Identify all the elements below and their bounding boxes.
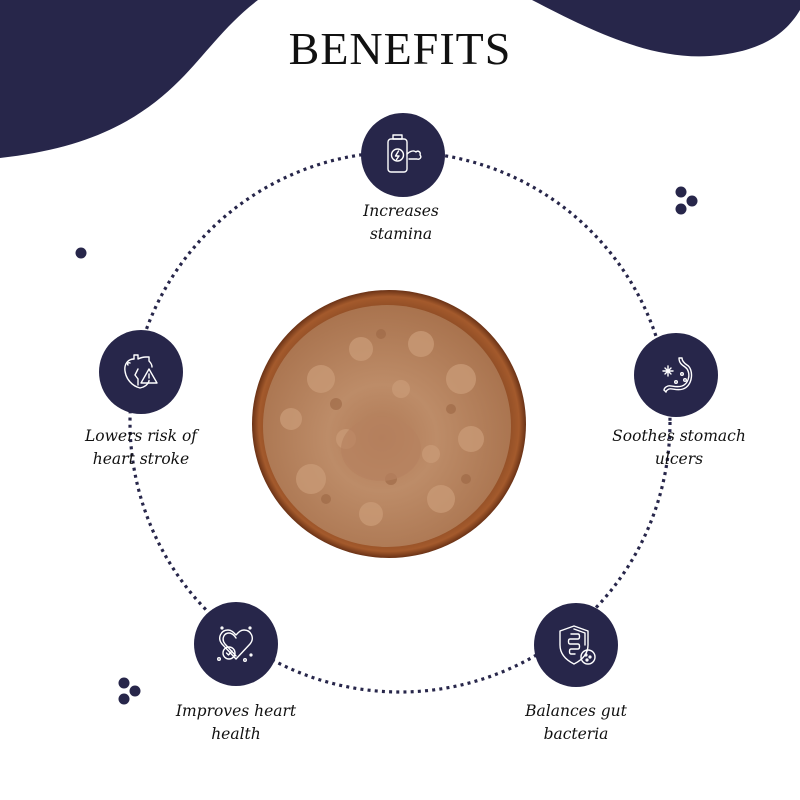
benefit-gut-label: Balances gut bacteria bbox=[525, 702, 627, 743]
single-dot-left bbox=[75, 247, 87, 259]
benefit-stomach-badge bbox=[634, 333, 718, 417]
top-left-wave-shape bbox=[0, 0, 258, 158]
battery-muscle-icon bbox=[387, 134, 422, 173]
shield-gut-bacteria-icon bbox=[559, 625, 596, 665]
powder-bowl-image bbox=[252, 290, 526, 558]
dotted-ring bbox=[128, 150, 672, 694]
heart-warning-icon bbox=[124, 354, 158, 389]
benefit-stomach-label: Soothes stomach ulcers bbox=[612, 427, 746, 468]
dot-cluster-top-right bbox=[675, 186, 698, 215]
top-right-wave-shape bbox=[532, 0, 800, 57]
heart-check-icon bbox=[216, 626, 253, 663]
benefit-stroke-badge bbox=[99, 330, 183, 414]
page-title: BENEFITS bbox=[288, 23, 512, 74]
dot-cluster-bottom-left bbox=[118, 677, 141, 705]
stomach-icon bbox=[662, 357, 693, 393]
benefit-heart-health-badge bbox=[194, 602, 278, 686]
benefit-gut-badge bbox=[534, 603, 618, 687]
benefit-stroke-label: Lowers risk of heart stroke bbox=[84, 427, 198, 468]
benefit-stamina-badge bbox=[361, 113, 445, 197]
benefit-stamina-label: Increases stamina bbox=[363, 202, 439, 243]
benefit-heart-health-label: Improves heart health bbox=[175, 702, 297, 743]
